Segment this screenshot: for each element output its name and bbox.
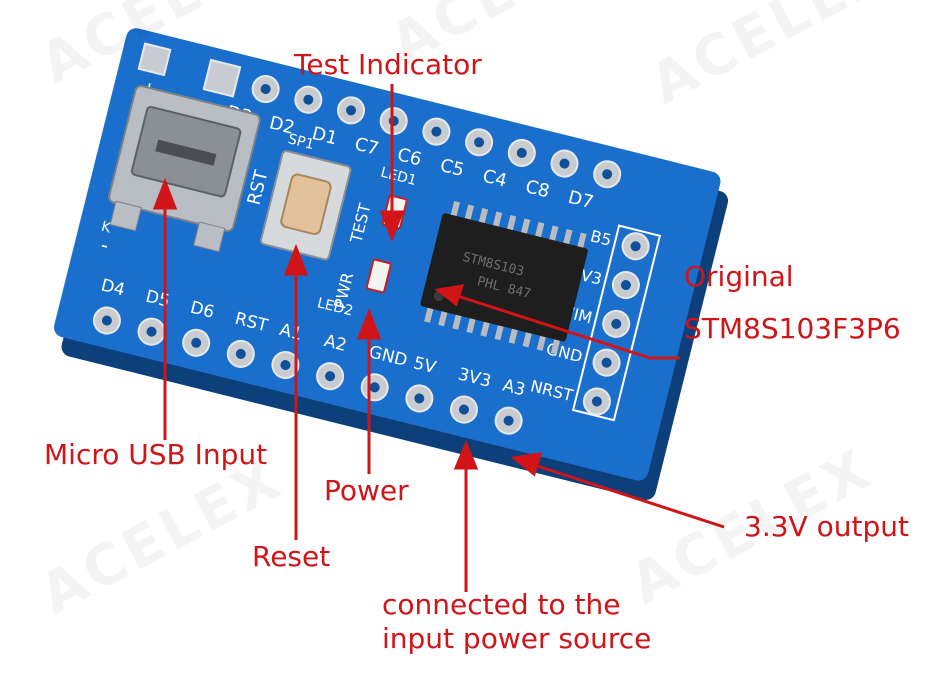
chip-lead <box>466 316 477 334</box>
usb-tongue <box>155 139 217 166</box>
header-hole <box>235 348 246 359</box>
arrow-connected <box>453 440 479 470</box>
header-hole <box>325 371 336 382</box>
callout-connected-line1: connected to the <box>382 588 621 621</box>
chip-lead <box>550 337 561 355</box>
chip-lead <box>520 218 531 236</box>
chip-lead <box>534 222 545 240</box>
chip-lead <box>562 229 573 247</box>
callout-original: Original <box>684 260 794 293</box>
reset-switch-cap <box>280 173 332 236</box>
chip-lead <box>452 312 462 330</box>
callout-micro-usb: Micro USB Input <box>44 438 268 471</box>
header-hole <box>414 393 425 404</box>
side-pin-label: B5 <box>588 226 613 250</box>
header-hole <box>602 169 613 180</box>
header-hole <box>516 147 527 158</box>
header-hole <box>101 315 112 326</box>
chip-lead <box>506 215 517 233</box>
chip-lead <box>478 208 489 225</box>
pcb-board: D3D2D1C7C6C5C4C8D7 D4D5D6RSTA1A2GND5V3V3… <box>53 28 729 500</box>
arrow-reset <box>283 243 309 276</box>
arrow-original <box>434 284 465 307</box>
chip-lead <box>438 309 448 327</box>
arrow-test-indicator <box>379 210 405 243</box>
callout-connected-line2: input power source <box>382 622 652 655</box>
leader-lines <box>152 84 725 592</box>
header-hole <box>346 105 357 116</box>
header-hole <box>369 382 380 393</box>
arrow-micro-usb <box>152 177 178 210</box>
header-hole <box>303 94 314 105</box>
chip-lead <box>536 333 547 351</box>
top-header: D3D2D1C7C6C5C4C8D7 <box>202 58 622 213</box>
chip-lead <box>464 204 475 222</box>
leader-3v3-output <box>527 461 725 529</box>
chip-lead <box>508 326 519 344</box>
header-hole <box>260 84 271 95</box>
header-hole <box>458 404 469 415</box>
arrow-power <box>356 307 382 340</box>
callout-power: Power <box>324 474 409 507</box>
header-hole <box>503 415 514 426</box>
header-hole <box>146 326 157 337</box>
chip-lead <box>492 211 503 229</box>
header-hole <box>611 318 622 329</box>
header-hole <box>559 158 570 169</box>
header-hole <box>620 280 631 291</box>
corner-pad-plus <box>137 42 172 77</box>
chip-lead <box>494 323 505 341</box>
usb-tab-left <box>109 200 142 232</box>
header-hole <box>191 337 202 348</box>
chip-lead <box>548 225 559 243</box>
header-hole <box>601 357 612 368</box>
arrow-3v3-output <box>510 452 543 477</box>
header-hole <box>591 396 602 407</box>
chip-body <box>420 213 588 342</box>
chip-lead <box>424 305 434 323</box>
callout-3v3-output: 3.3V output <box>744 510 909 543</box>
leader-original <box>444 290 680 360</box>
chip-lead <box>576 232 587 250</box>
callout-test-indicator: Test Indicator <box>294 48 482 81</box>
chip-lead <box>522 330 533 348</box>
led-area: LED1 TEST PWR LED2 <box>315 165 418 320</box>
header-hole <box>431 126 442 137</box>
callout-reset: Reset <box>252 540 331 573</box>
micro-usb-connector <box>108 85 261 253</box>
power-led <box>365 258 392 294</box>
usb-tab-right <box>193 221 226 253</box>
header-hole <box>474 137 485 148</box>
stm8-chip: STM8S103 PHL 847 <box>420 200 588 355</box>
chip-lead <box>450 200 460 218</box>
header-hole <box>280 360 291 371</box>
callout-original-part: STM8S103F3P6 <box>684 312 901 345</box>
header-hole <box>630 241 641 252</box>
sp1-label: SP1 <box>286 131 315 153</box>
pin1-square-pad <box>202 58 242 98</box>
chip-lead <box>480 319 491 337</box>
